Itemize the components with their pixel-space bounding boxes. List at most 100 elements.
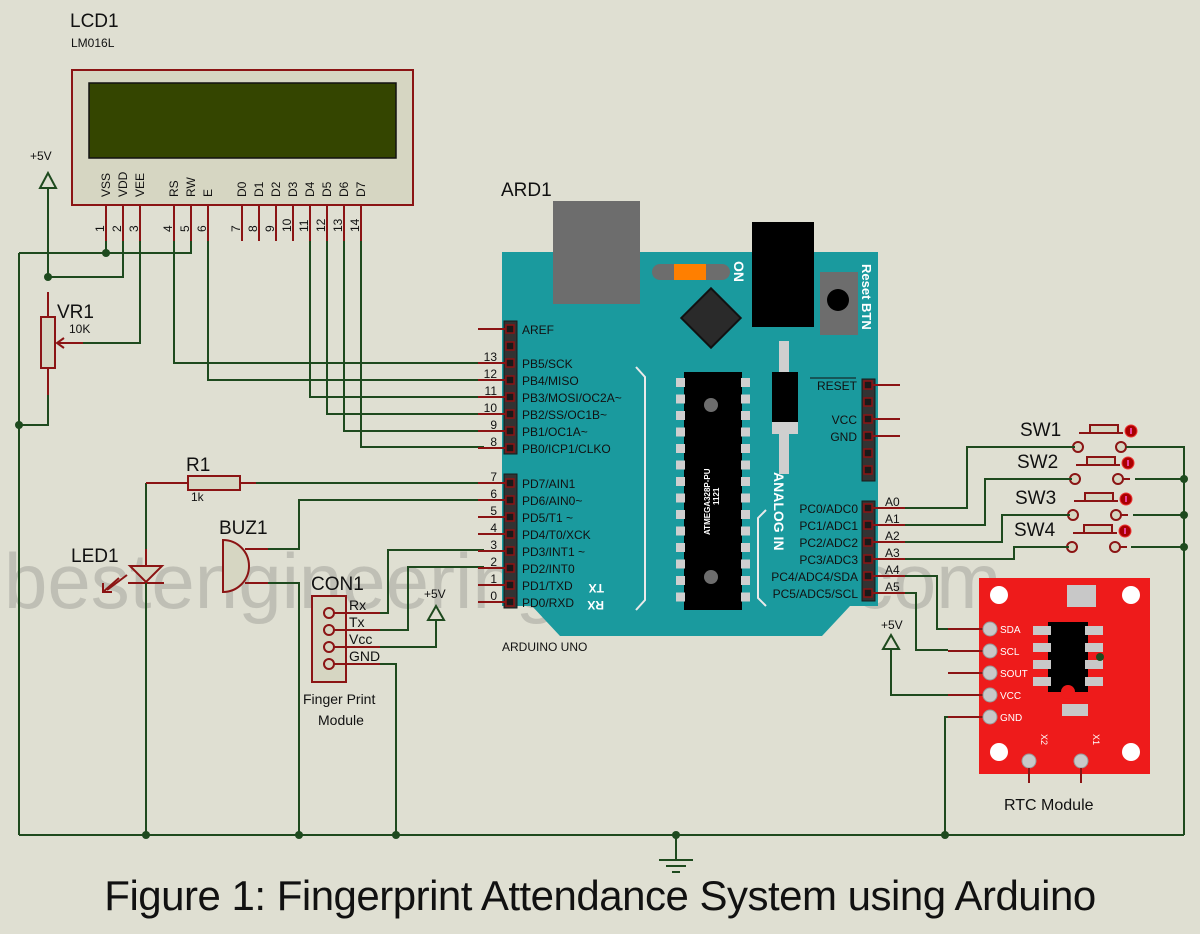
lcd-pin-number: 14 <box>348 218 362 232</box>
switch-toggle-icon[interactable] <box>1124 424 1138 438</box>
on-led <box>674 264 706 280</box>
switch-sw2: SW2 <box>1017 452 1135 485</box>
header-pin <box>505 546 515 556</box>
lcd-pin-label: D4 <box>303 181 317 197</box>
con1-desc-2: Module <box>318 712 364 728</box>
con1-pin-vcc <box>323 641 335 653</box>
rtc-pin-x2 <box>1021 753 1037 769</box>
lcd-pin-number: 13 <box>331 218 345 232</box>
con1-pin-label: Vcc <box>349 631 372 647</box>
ground-rail <box>19 831 1184 873</box>
arduino-pin-label: PB2/SS/OC1B~ <box>522 408 607 422</box>
switch-sw1: SW1 <box>1020 420 1138 453</box>
lcd-pin-label: D7 <box>354 181 368 197</box>
arduino-pin-label: PD5/T1 ~ <box>522 511 573 525</box>
rtc-pin-label: SOUT <box>1000 669 1028 680</box>
power-arrow-icon <box>38 170 58 189</box>
arduino-pin-number: 10 <box>484 401 498 415</box>
chip-code: 1121 <box>712 487 721 505</box>
rtc-pin-gnd <box>982 709 998 725</box>
header-pin <box>505 392 515 402</box>
r1-resistor: R1 1k <box>145 455 484 552</box>
header-pin <box>863 503 873 513</box>
switch-toggle-icon[interactable] <box>1118 524 1132 538</box>
arduino-pin-label: PC3/ADC3 <box>799 553 858 567</box>
con1-pin-tx <box>323 624 335 636</box>
arduino-pin-label: AREF <box>522 323 554 337</box>
figure-caption: Figure 1: Fingerprint Attendance System … <box>104 872 1096 919</box>
header-pin <box>505 409 515 419</box>
lcd-pin-number: 5 <box>178 225 192 232</box>
lcd-pin-number: 9 <box>263 225 277 232</box>
header-pin <box>505 375 515 385</box>
arduino-pin-number: 5 <box>490 504 497 518</box>
lcd-pin-number: 6 <box>195 225 209 232</box>
power-terminal-lcd: +5V <box>30 149 58 189</box>
con1-pin-gnd <box>323 658 335 670</box>
header-pin <box>863 465 873 475</box>
lcd-pin-label: VEE <box>133 173 147 197</box>
lcd-pin-label: D3 <box>286 181 300 197</box>
arduino-ref: ARD1 <box>501 180 552 201</box>
digital-header-bottom <box>503 473 518 609</box>
switch-ref: SW3 <box>1015 488 1056 509</box>
arduino-pin-number: 6 <box>490 487 497 501</box>
arduino-pin-label: PD2/INT0 <box>522 562 575 576</box>
header-pin <box>863 414 873 424</box>
lcd-pin-number: 2 <box>110 225 124 232</box>
usb-connector <box>553 201 640 304</box>
rtc-crystal-label: X1 <box>1091 734 1101 745</box>
lcd-pin-label: RW <box>184 177 198 197</box>
switch-toggle-icon[interactable] <box>1119 492 1133 506</box>
buz1-ref: BUZ1 <box>219 518 268 539</box>
con1-ref: CON1 <box>311 574 364 595</box>
chip-label: ATMEGA328P-PU <box>703 468 712 535</box>
header-pin <box>863 397 873 407</box>
header-pin <box>863 588 873 598</box>
header-pin <box>863 554 873 564</box>
lcd-pin-number: 3 <box>127 225 141 232</box>
con1-pin-label: Rx <box>349 597 366 613</box>
arduino-pin-label: PB1/OC1A~ <box>522 425 588 439</box>
arduino-pin-number: 3 <box>490 538 497 552</box>
power-jack <box>752 222 814 327</box>
arduino-analog-pin: A0 <box>885 495 900 509</box>
lcd-pin-number: 11 <box>297 219 311 232</box>
con1-pin-rx <box>323 607 335 619</box>
header-pin <box>505 324 515 334</box>
header-pin <box>505 358 515 368</box>
header-pin <box>505 478 515 488</box>
lcd-pin-label: D6 <box>337 181 351 197</box>
arduino-pin-number: 2 <box>490 555 497 569</box>
arduino-pin-label: PD0/RXD <box>522 596 574 610</box>
rtc-pin-scl <box>982 643 998 659</box>
analog-in-label: ANALOG IN <box>771 472 787 551</box>
header-pin <box>505 580 515 590</box>
con1-pin-label: GND <box>349 648 380 664</box>
arduino-pin-label: RESET <box>817 379 858 393</box>
arduino-pin-label: PD4/T0/XCK <box>522 528 591 542</box>
arduino-analog-pin: A4 <box>885 563 900 577</box>
rtc-pin-sout <box>982 665 998 681</box>
header-pin <box>505 563 515 573</box>
arduino-pin-number: 4 <box>490 521 497 535</box>
arduino-analog-pin: A2 <box>885 529 900 543</box>
arduino-pin-label: PD3/INT1 ~ <box>522 545 585 559</box>
rx-label: RX <box>587 598 604 612</box>
switch-toggle-icon[interactable] <box>1121 456 1135 470</box>
lcd-pin-number: 12 <box>314 218 328 232</box>
lcd-pin-number: 4 <box>161 225 175 232</box>
vcc-label-rtc: +5V <box>881 618 903 632</box>
lcd-model: LM016L <box>71 36 115 50</box>
analog-wiring: +5V <box>881 446 1188 835</box>
arduino-pin-number: 0 <box>490 589 497 603</box>
lcd-pin-label: D1 <box>252 181 266 197</box>
header-pin <box>863 537 873 547</box>
header-pin <box>505 529 515 539</box>
header-pin <box>505 426 515 436</box>
switch-ref: SW2 <box>1017 452 1058 473</box>
on-label: ON <box>731 261 747 282</box>
